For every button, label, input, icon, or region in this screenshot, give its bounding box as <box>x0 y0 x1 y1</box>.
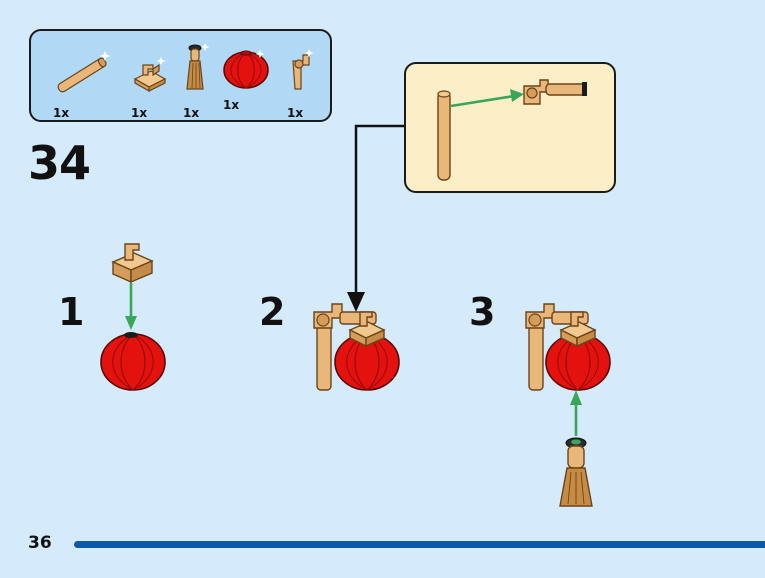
part-clip-plate: 1x <box>131 45 181 120</box>
callout-connector-arrowhead <box>347 292 365 312</box>
callout-box <box>404 62 616 193</box>
step2-assembly <box>313 303 400 391</box>
callout-illustration <box>437 79 587 181</box>
part-lantern: 1x <box>221 49 271 124</box>
part-bar: 1x <box>53 45 111 120</box>
bar-piece-icon <box>57 51 111 93</box>
step1-lantern <box>100 332 166 391</box>
part-tassel: 1x <box>183 41 233 120</box>
step3-assembly <box>525 303 611 391</box>
part-qty: 1x <box>183 106 200 120</box>
red-lantern-icon <box>223 50 269 89</box>
parts-list-box: 1x 1x 1x <box>29 29 332 122</box>
page-number: 36 <box>28 533 52 553</box>
sub-step-3: 3 <box>469 290 496 334</box>
sub-step-1: 1 <box>58 290 85 334</box>
part-qty: 1x <box>131 106 148 120</box>
clip-plate-icon <box>133 57 167 93</box>
sub-step-2: 2 <box>259 290 286 334</box>
part-qty: 1x <box>287 106 304 120</box>
part-qty: 1x <box>223 98 240 112</box>
tassel-icon <box>186 43 210 90</box>
part-bar-holder: 1x <box>287 45 337 120</box>
step1-clip-plate <box>111 243 154 284</box>
step3-tassel <box>559 437 593 507</box>
page-progress-bar <box>74 541 765 548</box>
step-number: 34 <box>28 136 91 190</box>
bar-holder-icon <box>292 49 314 90</box>
callout-connector-line <box>354 124 404 298</box>
part-qty: 1x <box>53 106 70 120</box>
